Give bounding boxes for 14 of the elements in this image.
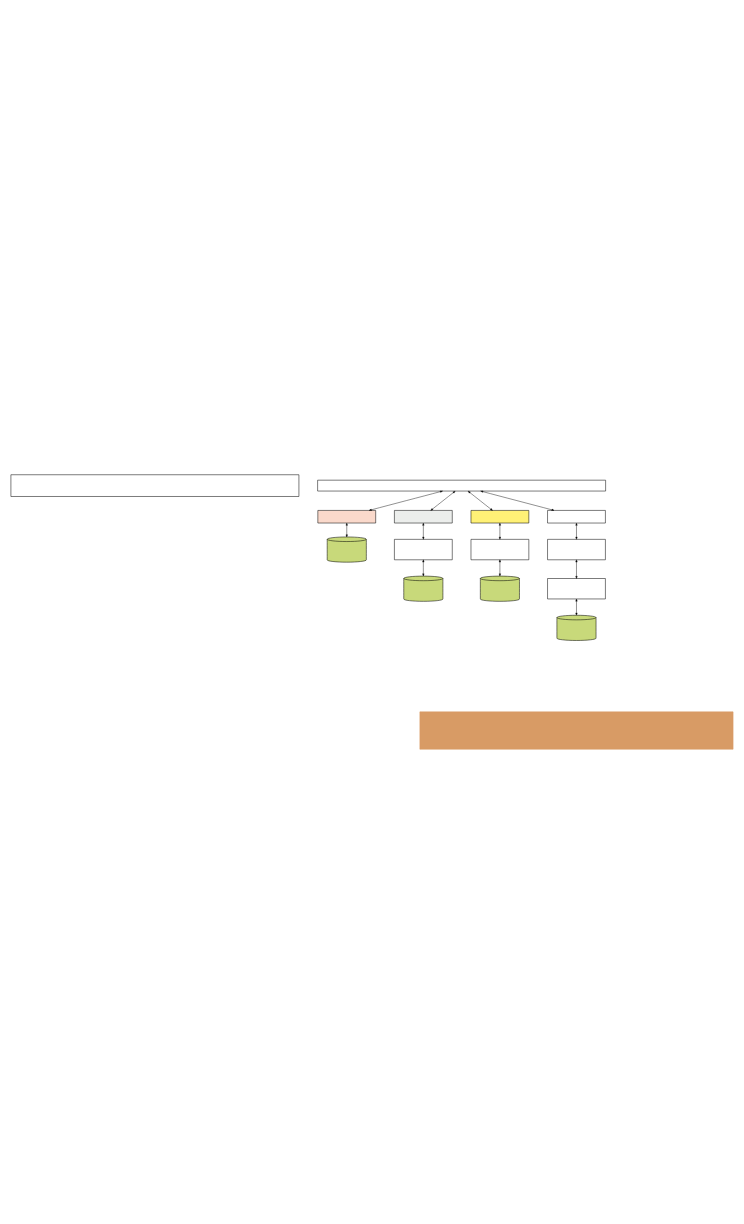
arrow	[575, 522, 578, 540]
arrow	[480, 490, 555, 511]
arrow	[422, 522, 425, 540]
arrow	[498, 559, 501, 577]
arrow	[467, 490, 493, 511]
arrow	[422, 559, 425, 577]
arrow	[575, 559, 578, 579]
arrow	[430, 490, 456, 511]
arrow	[369, 490, 443, 511]
arrow	[575, 598, 578, 616]
arrow	[498, 522, 501, 540]
node-bar	[419, 711, 734, 750]
arrow	[345, 522, 348, 538]
node-box	[10, 474, 300, 497]
